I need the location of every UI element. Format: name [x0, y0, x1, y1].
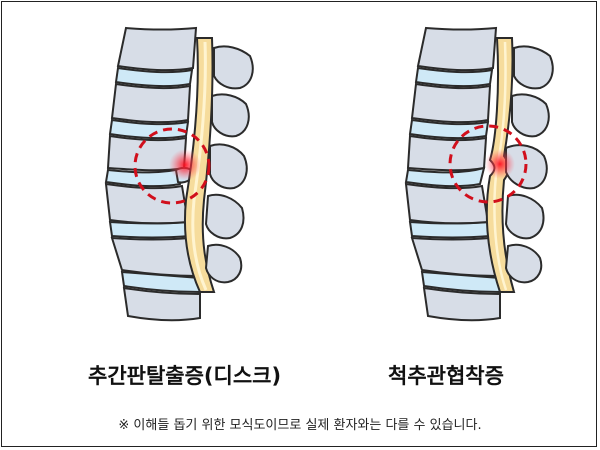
vertebral-body — [404, 182, 490, 225]
spinous-process — [204, 243, 243, 284]
disc — [108, 118, 190, 140]
label-herniated-disc: 추간판탈출증(디스크) — [88, 364, 282, 388]
disc — [408, 220, 491, 239]
vertebral-body — [110, 236, 200, 278]
vertebral-body — [110, 82, 192, 124]
disclaimer-note: ※ 이해들 돕기 위한 모식도이므로 실제 환자와는 다를 수 있습니다. — [118, 418, 482, 433]
vertebral-body — [410, 236, 500, 278]
disc — [414, 66, 494, 88]
disc — [114, 66, 194, 88]
vertebral-body — [122, 286, 201, 322]
spinous-process — [209, 143, 248, 190]
highlight-circle — [133, 127, 211, 205]
disc — [108, 220, 191, 239]
highlight-circle — [448, 124, 528, 204]
spinous-process — [504, 243, 543, 284]
highlight-glow — [169, 149, 201, 181]
vertebral-body — [116, 26, 198, 72]
spinous-process — [511, 93, 550, 138]
spinous-process — [211, 93, 250, 138]
spinous-process — [204, 193, 245, 240]
vertebral-body — [410, 82, 492, 124]
spine-illustrations — [104, 26, 554, 322]
disc — [408, 118, 490, 140]
spinous-process — [213, 45, 254, 90]
spinous-process — [504, 193, 545, 240]
vertebral-body — [104, 182, 190, 225]
vertebral-body — [422, 286, 501, 322]
spine-stenosis — [404, 26, 554, 322]
label-spinal-stenosis: 척추관협착증 — [388, 364, 504, 388]
vertebral-body — [406, 134, 488, 172]
vertebral-body — [416, 26, 498, 72]
spinous-process — [513, 45, 554, 90]
disc — [404, 166, 486, 188]
spine-herniated-disc — [104, 26, 254, 322]
highlight-glow — [485, 149, 515, 179]
